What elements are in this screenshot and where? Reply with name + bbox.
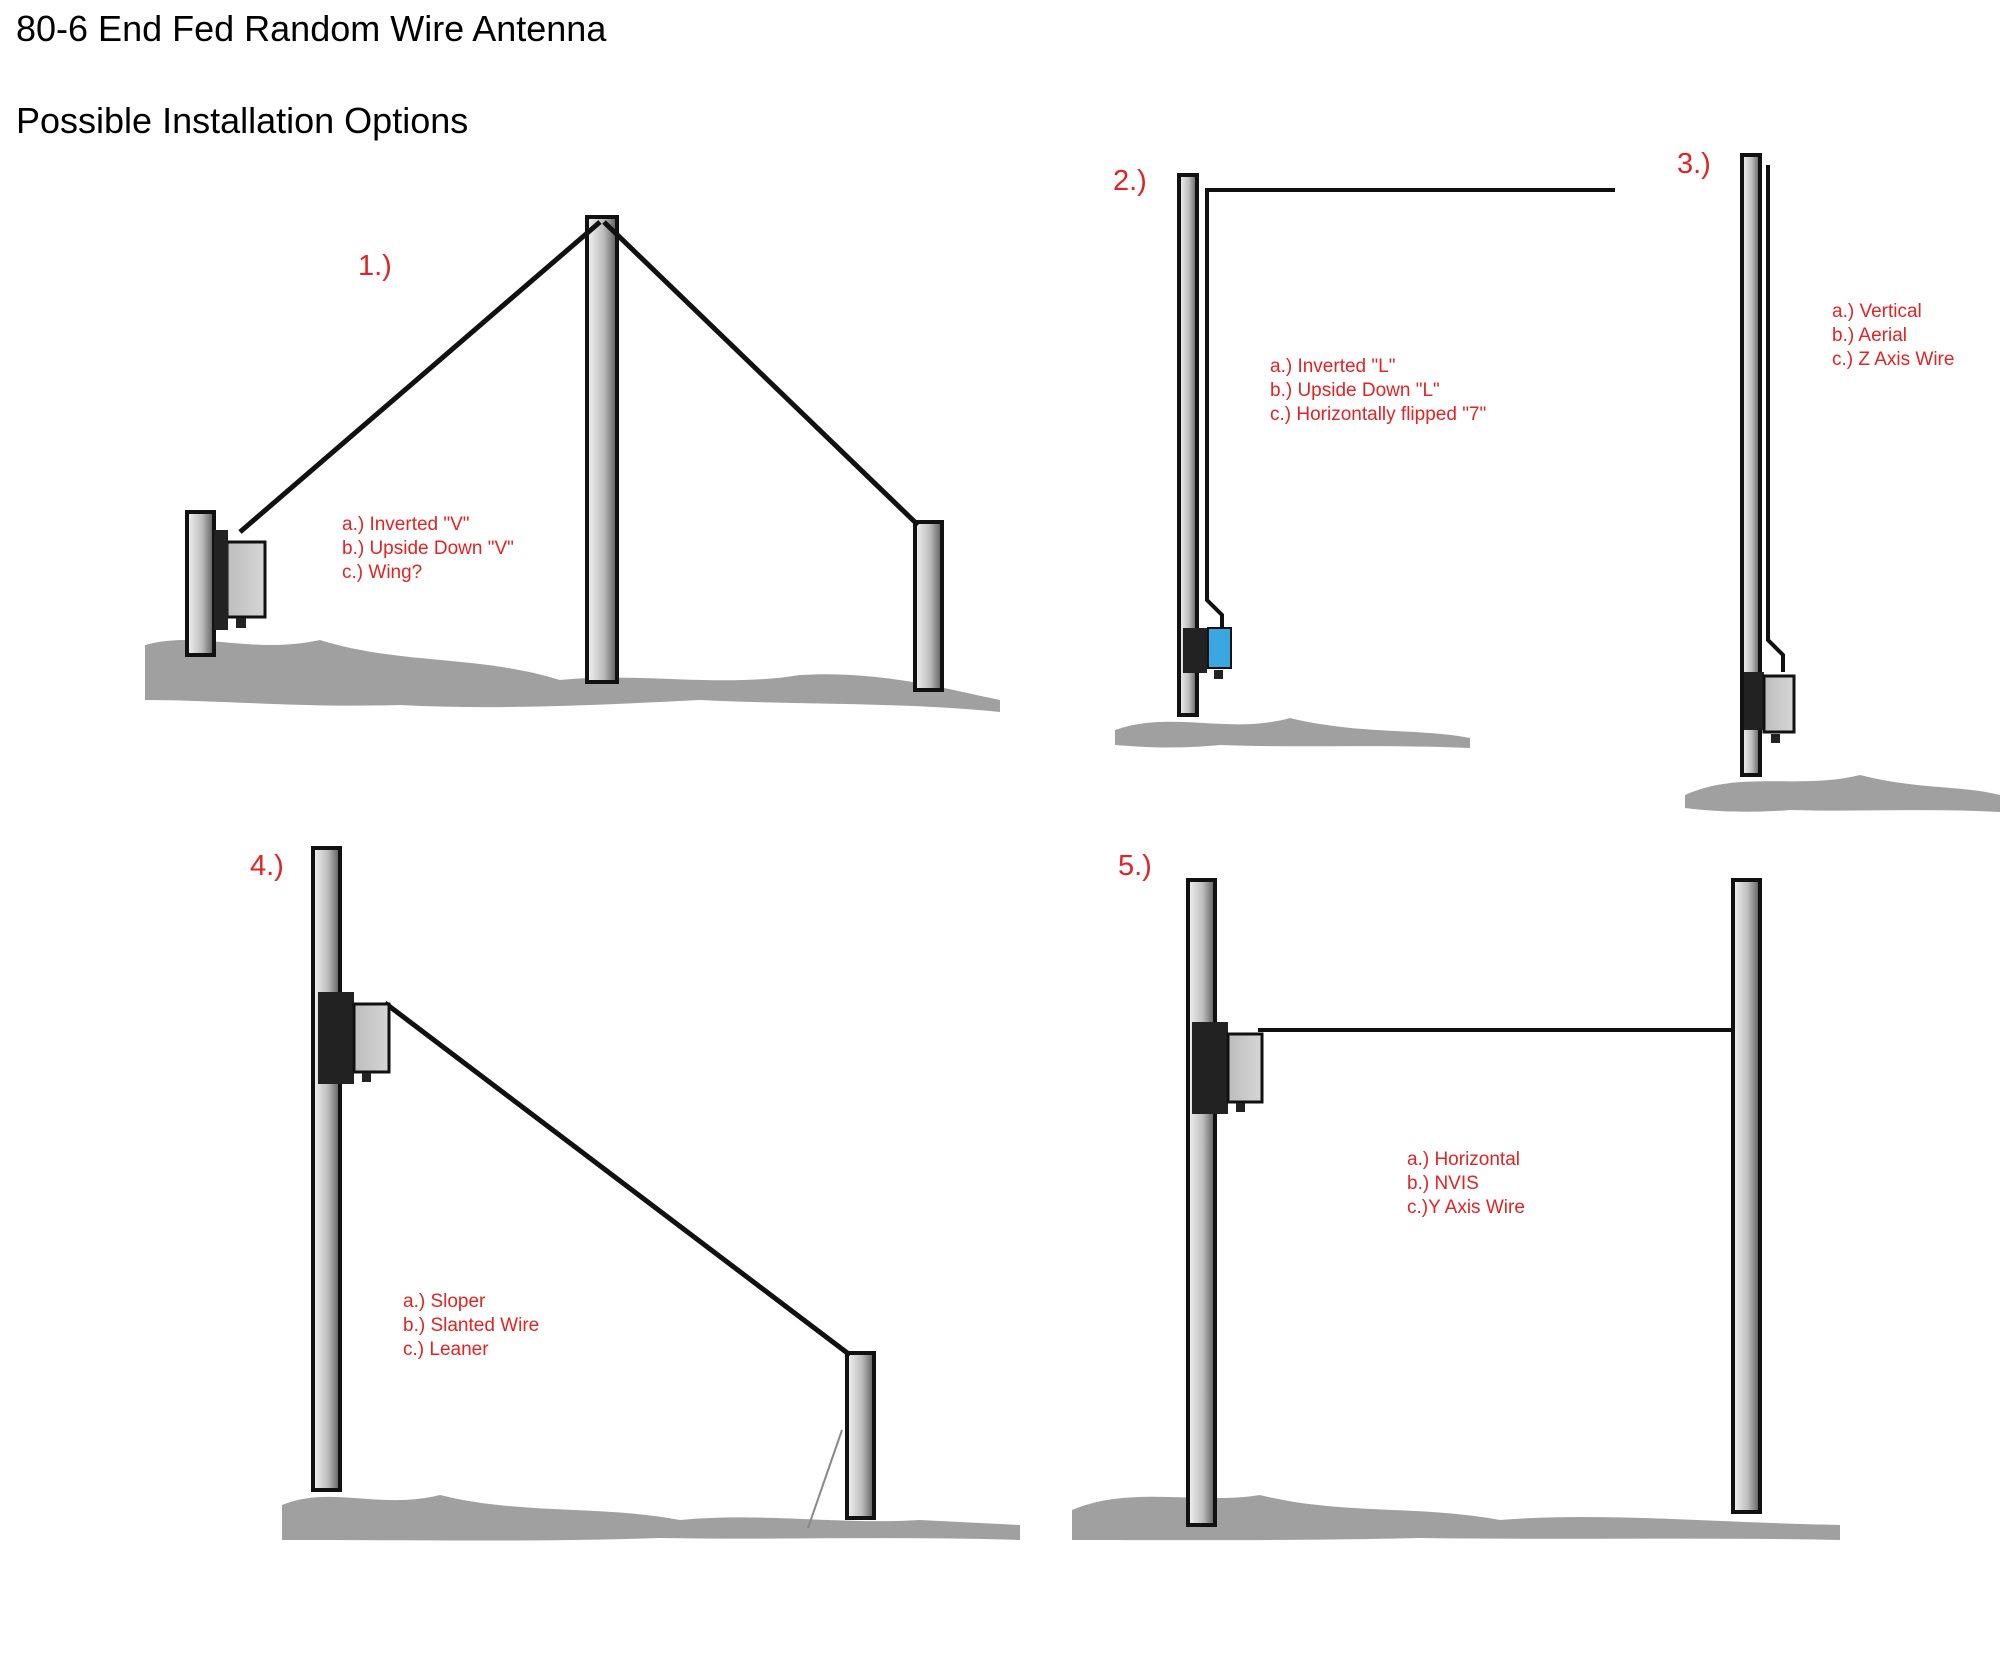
mast-right <box>1731 878 1762 1514</box>
unun-box-blue <box>1207 627 1232 669</box>
wire <box>383 1001 852 1357</box>
mast-short <box>845 1351 876 1520</box>
option-2-name-c: c.) Horizontally flipped "7" <box>1270 404 1487 425</box>
option-2-name-a: a.) Inverted "L" <box>1270 356 1396 377</box>
unun-connector <box>1771 734 1780 743</box>
option-1-name-b: b.) Upside Down "V" <box>342 538 514 559</box>
mast <box>1740 153 1762 777</box>
option-4-name-c: c.) Leaner <box>403 1339 489 1360</box>
mast <box>1177 173 1199 717</box>
wire <box>1766 165 1785 672</box>
ground-patch <box>145 640 1000 712</box>
option-3-drawing <box>1685 153 2000 812</box>
option-5-number: 5.) <box>1118 850 1152 882</box>
option-3-names: a.) Vertical b.) Aerial c.) Z Axis Wire <box>1832 300 1954 372</box>
unun-connector <box>236 618 246 628</box>
option-4-number: 4.) <box>250 850 284 882</box>
option-2-number: 2.) <box>1113 165 1147 197</box>
wire <box>1205 188 1615 632</box>
option-3-name-c: c.) Z Axis Wire <box>1832 349 1955 370</box>
option-4-drawing <box>282 846 1020 1541</box>
option-1-name-a: a.) Inverted "V" <box>342 514 470 535</box>
ground-patch <box>282 1495 1020 1541</box>
option-3-number: 3.) <box>1677 148 1711 180</box>
unun-connector <box>1214 670 1223 679</box>
page-subtitle: Possible Installation Options <box>16 100 469 141</box>
option-3-name-a: a.) Vertical <box>1832 301 1922 322</box>
option-5-name-b: b.) NVIS <box>1407 1173 1479 1194</box>
unun-connector <box>1236 1103 1245 1112</box>
option-5-name-c: c.)Y Axis Wire <box>1407 1197 1525 1218</box>
page-title: 80-6 End Fed Random Wire Antenna <box>16 8 607 49</box>
option-1-name-c: c.) Wing? <box>342 562 423 583</box>
option-1-drawing <box>145 215 1000 712</box>
option-2-drawing <box>1115 173 1615 748</box>
wire-right-leg <box>602 220 920 527</box>
ground-patch <box>1072 1495 1840 1541</box>
option-5-drawing <box>1072 878 1840 1541</box>
mast-right <box>913 520 944 692</box>
option-4-names: a.) Sloper b.) Slanted Wire c.) Leaner <box>403 1290 539 1362</box>
mast-left <box>1186 878 1217 1527</box>
unun-bracket <box>214 530 228 630</box>
unun-box <box>225 540 267 619</box>
option-2-names: a.) Inverted "L" b.) Upside Down "L" c.)… <box>1270 355 1486 427</box>
option-5-names: a.) Horizontal b.) NVIS c.)Y Axis Wire <box>1407 1148 1525 1220</box>
option-4-name-b: b.) Slanted Wire <box>403 1315 540 1336</box>
unun-box <box>1226 1032 1264 1104</box>
ground-patch <box>1115 718 1470 748</box>
unun-bracket <box>1192 1022 1228 1114</box>
mast-center <box>585 215 619 684</box>
mast-left <box>185 510 216 657</box>
option-3-name-b: b.) Aerial <box>1832 325 1907 346</box>
unun-box <box>1762 674 1796 734</box>
unun-bracket <box>318 992 354 1084</box>
wire-left-leg <box>238 220 602 534</box>
unun-box <box>352 1002 391 1074</box>
option-4-name-a: a.) Sloper <box>403 1291 486 1312</box>
unun-bracket <box>1744 672 1764 730</box>
option-1-number: 1.) <box>358 250 392 282</box>
guy-line <box>807 1429 843 1529</box>
unun-connector <box>362 1073 371 1082</box>
option-2-name-b: b.) Upside Down "L" <box>1270 380 1440 401</box>
ground-patch <box>1685 775 2000 812</box>
option-1-names: a.) Inverted "V" b.) Upside Down "V" c.)… <box>342 513 514 585</box>
option-5-name-a: a.) Horizontal <box>1407 1149 1520 1170</box>
unun-bracket <box>1183 628 1207 673</box>
mast-tall <box>311 846 342 1492</box>
